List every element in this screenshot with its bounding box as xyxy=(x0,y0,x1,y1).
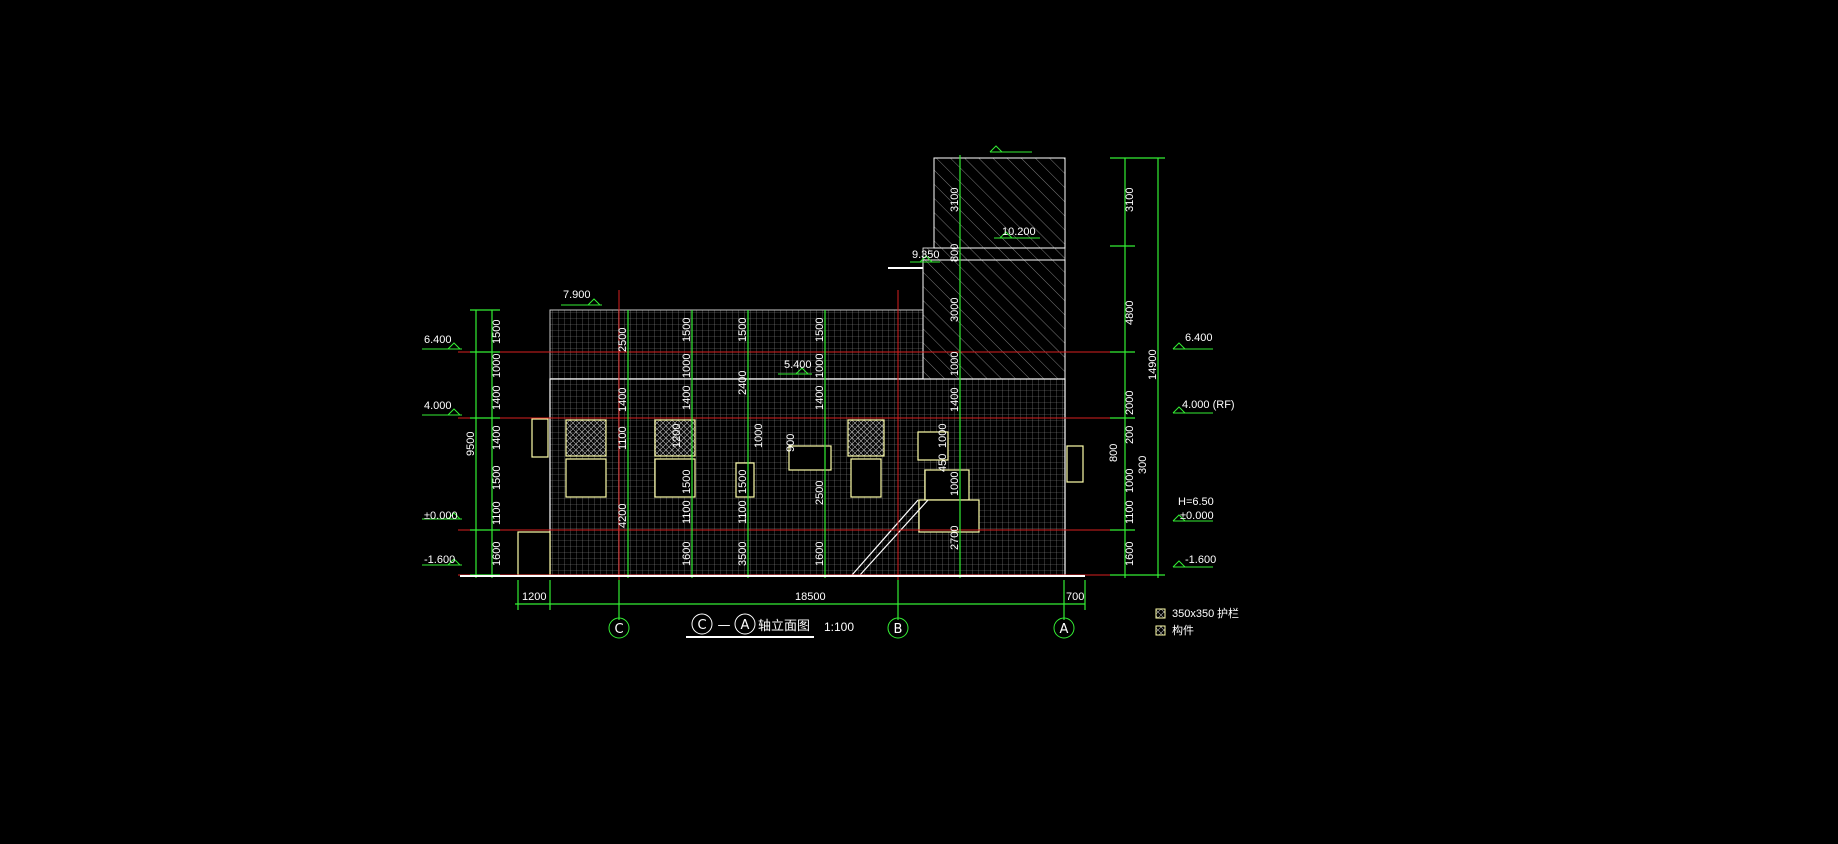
dim-misc-2: 450 xyxy=(937,454,949,472)
dim-misc-7: 1000 xyxy=(753,424,765,448)
windows xyxy=(517,418,1084,576)
dim-right-1: 3100 xyxy=(1124,188,1136,212)
dim-c5-4: 1000 xyxy=(949,352,961,376)
dim-c4-5: 1600 xyxy=(814,542,826,566)
dim-c1-3: 1100 xyxy=(617,426,629,450)
dim-left-total: 9500 xyxy=(465,432,477,456)
dim-c3-3: 1500 xyxy=(737,470,749,494)
title-scale: 1:100 xyxy=(824,620,854,634)
dim-left-1: 1500 xyxy=(491,320,503,344)
dim-misc-4: 900 xyxy=(785,434,797,452)
title-dash: — xyxy=(718,618,731,633)
title-axis-left: C xyxy=(697,618,706,633)
bottom-dimensions: 1200 18500 700 xyxy=(522,591,1084,603)
dim-c5-5: 1400 xyxy=(949,388,961,412)
dim-bottom-1: 1200 xyxy=(522,591,546,603)
legend-item-2-note: 构件 xyxy=(1172,623,1194,637)
dim-c2-4: 1500 xyxy=(681,470,693,494)
dim-c3-4: 1100 xyxy=(737,500,749,524)
axis-a-label: A xyxy=(1060,622,1069,637)
dim-c5-7: 2700 xyxy=(949,526,961,550)
dim-right-total: 14900 xyxy=(1147,349,1159,380)
dim-c5-2: 800 xyxy=(949,244,961,262)
dim-c3-2: 2400 xyxy=(737,371,749,395)
dim-misc-1: 1000 xyxy=(937,424,949,448)
dim-right-extra-2: 300 xyxy=(1137,456,1149,474)
dim-c5-1: 3100 xyxy=(949,188,961,212)
elevation-labels: 6.400 4.000 ±0.000 -1.600 6.400 4.000 (R… xyxy=(424,226,1235,566)
dim-c1-5: 4200 xyxy=(617,504,629,528)
dim-c4-4: 2500 xyxy=(814,481,826,505)
elevation-markers xyxy=(422,145,1213,568)
right-note: H=6.50 xyxy=(1178,496,1214,508)
elev-right-1600: -1.600 xyxy=(1185,554,1216,566)
elev-left-4000: 4.000 xyxy=(424,400,452,412)
right-dimensions: 3100 4800 2000 200 1000 1100 1600 14900 … xyxy=(1108,188,1159,566)
dim-c4-2: 1000 xyxy=(814,354,826,378)
dim-bottom-2: 18500 xyxy=(795,591,826,603)
axis-c-label: C xyxy=(614,622,623,637)
legend-item-1-note: 护栏 xyxy=(1217,606,1239,620)
dim-left-6: 1100 xyxy=(491,501,503,525)
dim-right-5: 1000 xyxy=(1124,469,1136,493)
title-text: 轴立面图 xyxy=(758,619,810,634)
dim-c5-6: 1000 xyxy=(949,472,961,496)
axis-bubbles: C B A xyxy=(608,617,1075,639)
left-dimensions: 1500 1000 1400 1400 1500 1100 1600 9500 xyxy=(465,320,503,566)
elev-top-9350: 9.350 xyxy=(912,249,940,261)
building-facade xyxy=(549,157,1066,576)
dim-c2-1: 1500 xyxy=(681,318,693,342)
dim-misc-3: 1200 xyxy=(671,424,683,448)
dim-c2-3: 1400 xyxy=(681,386,693,410)
title-axis-right: A xyxy=(741,618,750,633)
dim-right-extra-1: 800 xyxy=(1108,444,1120,462)
drawing-title: C — A 轴立面图 1:100 xyxy=(686,613,854,638)
elev-right-6400: 6.400 xyxy=(1185,332,1213,344)
dim-c4-3: 1400 xyxy=(814,386,826,410)
dim-right-6: 1100 xyxy=(1124,500,1136,524)
dim-left-3: 1400 xyxy=(491,386,503,410)
dim-right-4: 200 xyxy=(1124,426,1136,444)
dim-c2-6: 1600 xyxy=(681,542,693,566)
legend-item-1: 350x350 xyxy=(1172,608,1214,620)
dim-left-5: 1500 xyxy=(491,466,503,490)
elev-right-4000: 4.000 (RF) xyxy=(1182,399,1235,411)
elev-right-0000: ±0.000 xyxy=(1180,510,1214,522)
elev-top-10200: 10.200 xyxy=(1002,226,1036,238)
dimension-lines xyxy=(470,155,1165,620)
inner-dimensions: 2500 1400 1100 4200 1500 1000 1400 1500 … xyxy=(617,188,961,566)
dim-bottom-3: 700 xyxy=(1066,591,1084,603)
legend: 350x350 护栏 构件 xyxy=(1155,606,1239,637)
dim-c1-1: 2500 xyxy=(617,328,629,352)
dim-c3-1: 1500 xyxy=(737,318,749,342)
dim-c2-5: 1100 xyxy=(681,500,693,524)
dim-c2-2: 1000 xyxy=(681,354,693,378)
elev-left-0000: ±0.000 xyxy=(424,510,458,522)
dim-left-4: 1400 xyxy=(491,426,503,450)
dim-c1-2: 1400 xyxy=(617,388,629,412)
dim-left-7: 1600 xyxy=(491,542,503,566)
elev-top-5400: 5.400 xyxy=(784,359,812,371)
dim-c5-3: 3000 xyxy=(949,298,961,322)
elev-left-6400: 6.400 xyxy=(424,334,452,346)
elev-left-1600: -1.600 xyxy=(424,554,455,566)
dim-c3-5: 3500 xyxy=(737,542,749,566)
dim-right-2: 4800 xyxy=(1124,301,1136,325)
dim-c4-1: 1500 xyxy=(814,318,826,342)
axis-b-label: B xyxy=(894,622,903,637)
elev-top-7900: 7.900 xyxy=(563,289,591,301)
dim-right-3: 2000 xyxy=(1124,391,1136,415)
dim-left-2: 1000 xyxy=(491,354,503,378)
dim-right-7: 1600 xyxy=(1124,542,1136,566)
